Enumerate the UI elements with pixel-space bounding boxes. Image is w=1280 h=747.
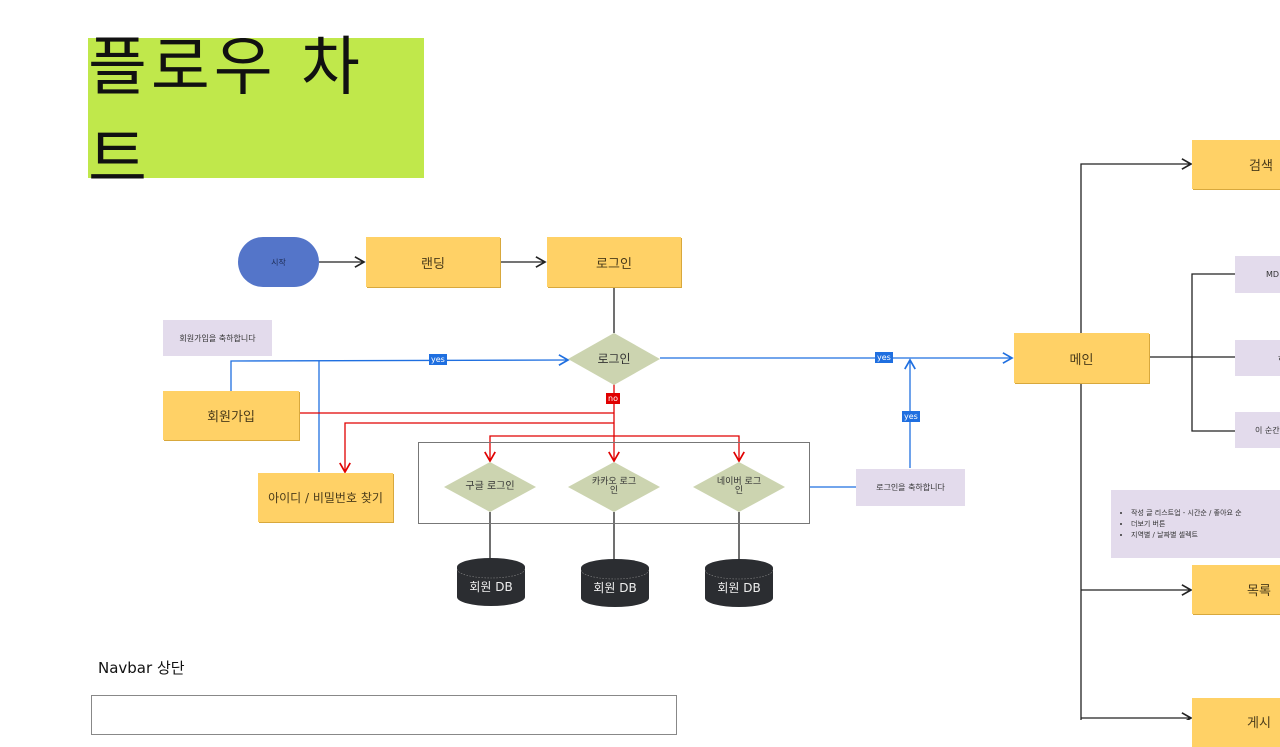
signup-node[interactable]: 회원가입	[163, 391, 299, 440]
main-node[interactable]: 메인	[1014, 333, 1149, 383]
login-label: 로그인	[596, 256, 632, 272]
md-label: MD	[1266, 270, 1280, 279]
edge-branch-md	[1191, 273, 1235, 432]
database-cylinder-icon	[457, 558, 525, 606]
edge-no-google	[484, 435, 614, 463]
database-cylinder-icon	[581, 559, 649, 607]
signup-note[interactable]: 회원가입을 축하합니다	[163, 320, 272, 356]
db-label: 회원 DB	[593, 580, 637, 595]
edge-main-search	[1080, 158, 1193, 333]
login-note-label: 로그인을 축하합니다	[876, 483, 945, 492]
list-node[interactable]: 목록	[1192, 565, 1280, 614]
kakao-login-label: 카카오 로그인	[591, 476, 637, 496]
branch-label: ㅎ	[1277, 353, 1280, 364]
navbar-section-label: Navbar 상단	[98, 659, 185, 677]
social-login-group	[418, 442, 810, 524]
member-db-3[interactable]: 회원 DB	[705, 558, 773, 608]
edge-no-naver	[614, 435, 745, 463]
edge-signup-login-yes	[230, 354, 570, 391]
main-detail-list: 작성 글 리스트업 - 시간순 / 좋아요 순 더보기 버튼 지역별 / 날짜별…	[1117, 508, 1242, 541]
page-title: 플로우 차트	[88, 31, 424, 197]
detail-item: 작성 글 리스트업 - 시간순 / 좋아요 순	[1131, 508, 1242, 519]
last-node[interactable]: 게시	[1192, 698, 1280, 747]
decision-diamond-shape	[568, 333, 660, 385]
decision-diamond-shape	[568, 462, 660, 512]
signup-note-label: 회원가입을 축하합니다	[179, 333, 256, 343]
md-note[interactable]: MD	[1235, 256, 1280, 293]
database-cylinder-icon	[705, 559, 773, 607]
detail-item: 더보기 버튼	[1131, 519, 1242, 530]
list-label: 목록	[1247, 584, 1271, 599]
connector-layer	[230, 158, 1235, 720]
detail-item: 지역별 / 날짜별 셀렉트	[1131, 530, 1242, 541]
main-detail-note[interactable]: 작성 글 리스트업 - 시간순 / 좋아요 순 더보기 버튼 지역별 / 날짜별…	[1111, 490, 1280, 558]
moment-note[interactable]: 이 순간	[1235, 412, 1280, 448]
signup-label: 회원가입	[207, 410, 255, 425]
landing-node[interactable]: 랜딩	[366, 237, 500, 287]
db-label: 회원 DB	[717, 580, 761, 595]
no-label: no	[606, 393, 620, 404]
login-note[interactable]: 로그인을 축하합니다	[856, 469, 965, 506]
search-label: 검색	[1249, 159, 1273, 174]
last-label: 게시	[1247, 716, 1271, 731]
branch-note[interactable]: ㅎ	[1235, 340, 1280, 376]
landing-label: 랜딩	[421, 256, 445, 272]
start-terminal[interactable]: 시작	[238, 237, 319, 287]
main-label: 메인	[1069, 352, 1094, 368]
edge-no-find	[339, 422, 614, 474]
find-account-label: 아이디 / 비밀번호 찾기	[268, 491, 383, 505]
search-node[interactable]: 검색	[1192, 140, 1280, 189]
naver-login-decision[interactable]: 네이버 로그인	[693, 462, 785, 512]
db-label: 회원 DB	[469, 579, 513, 594]
login-decision[interactable]: 로그인	[568, 333, 660, 385]
decision-diamond-shape	[444, 462, 536, 512]
yes-label: yes	[429, 354, 447, 365]
naver-login-label: 네이버 로그인	[716, 476, 762, 496]
find-account-node[interactable]: 아이디 / 비밀번호 찾기	[258, 473, 393, 522]
google-login-label: 구글 로그인	[465, 480, 515, 492]
yes-label: yes	[902, 411, 920, 422]
member-db-1[interactable]: 회원 DB	[457, 557, 525, 607]
login-node[interactable]: 로그인	[547, 237, 681, 287]
yes-label: yes	[875, 352, 893, 363]
google-login-decision[interactable]: 구글 로그인	[444, 462, 536, 512]
navbar-frame	[91, 695, 677, 735]
login-decision-label: 로그인	[597, 351, 631, 366]
start-label: 시작	[271, 257, 286, 267]
kakao-login-decision[interactable]: 카카오 로그인	[568, 462, 660, 512]
decision-diamond-shape	[693, 462, 785, 512]
member-db-2[interactable]: 회원 DB	[581, 558, 649, 608]
moment-label: 이 순간	[1255, 425, 1280, 435]
